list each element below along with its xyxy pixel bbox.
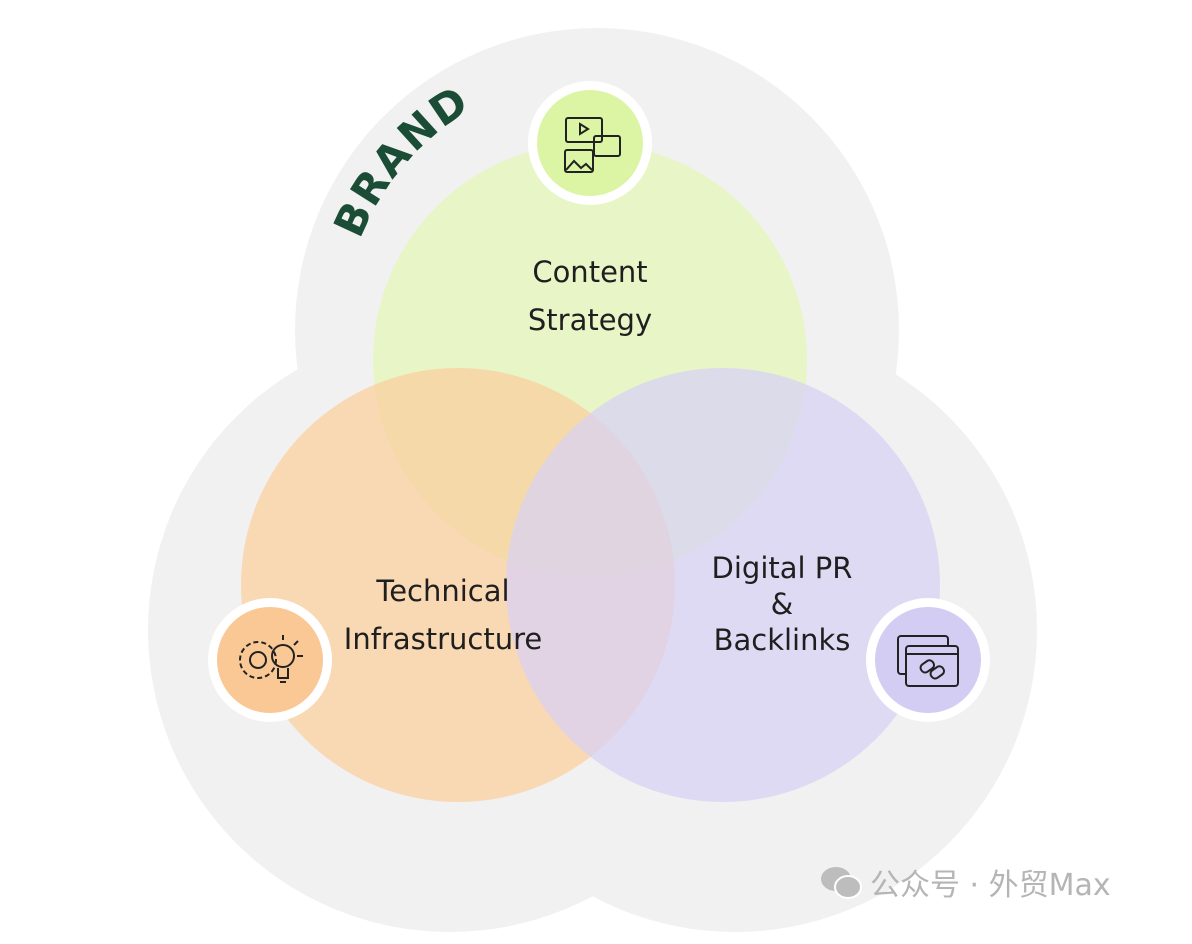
label-line: Content	[532, 255, 648, 289]
wechat-icon	[821, 867, 862, 899]
content-strategy-label: Content Strategy	[528, 248, 652, 344]
label-line: Infrastructure	[343, 622, 543, 656]
label-line: Digital PR	[711, 551, 853, 585]
watermark: 公众号 · 外贸Max	[820, 860, 1111, 904]
label-line: Technical	[376, 574, 510, 608]
digital-pr-circle	[506, 368, 940, 802]
label-line: Backlinks	[713, 623, 851, 657]
label-line: Strategy	[527, 303, 653, 337]
digital-pr-label: Digital PR & Backlinks	[712, 550, 853, 658]
browser-link-icon	[866, 598, 990, 722]
media-content-icon	[528, 81, 652, 205]
gear-lightbulb-icon	[208, 598, 332, 722]
label-line: &	[770, 587, 794, 621]
watermark-text: 公众号 · 外贸Max	[870, 868, 1111, 903]
technical-infrastructure-label: Technical Infrastructure	[344, 567, 542, 663]
